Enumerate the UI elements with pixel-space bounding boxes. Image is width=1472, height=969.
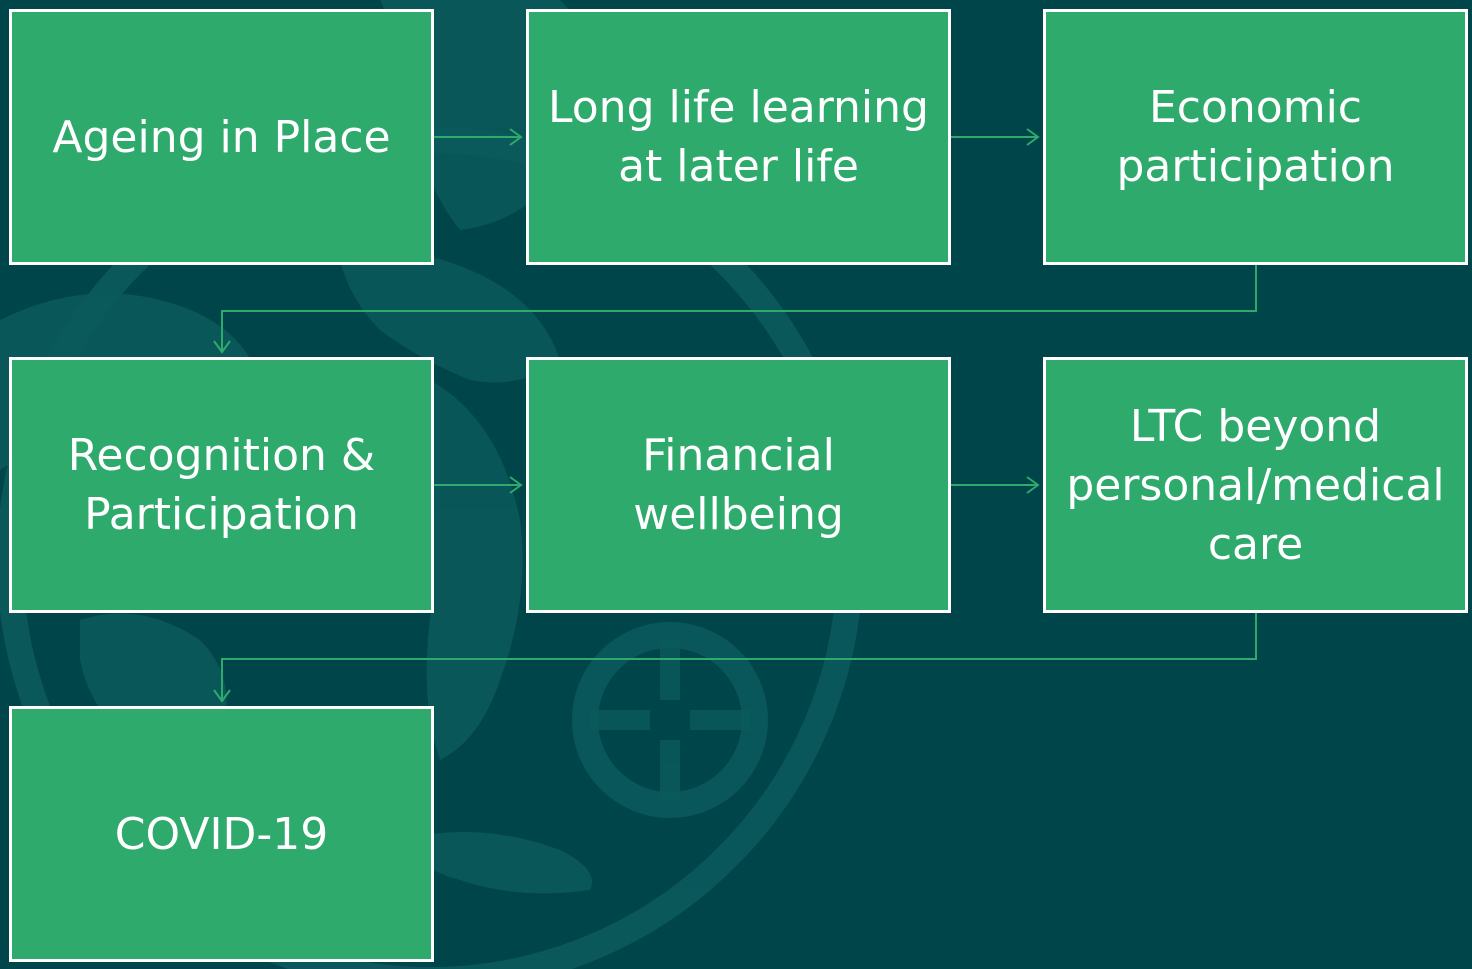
arrow-down-icon [213, 613, 1257, 703]
arrow-down-icon [213, 265, 1257, 354]
box-label: LTC beyond personal/medical care [1066, 400, 1445, 570]
box-financial-wellbeing[interactable]: Financial wellbeing [526, 357, 951, 613]
box-label: Economic participation [1116, 82, 1395, 192]
arrow-right-icon [434, 476, 523, 494]
arrow-right-icon [951, 128, 1040, 146]
box-ltc-beyond-care[interactable]: LTC beyond personal/medical care [1043, 357, 1468, 613]
box-ageing-in-place[interactable]: Ageing in Place [9, 9, 434, 265]
arrow-right-icon [434, 128, 523, 146]
box-label: Ageing in Place [52, 111, 391, 163]
box-label: Financial wellbeing [633, 430, 844, 540]
box-economic-participation[interactable]: Economic participation [1043, 9, 1468, 265]
box-long-life-learning[interactable]: Long life learning at later life [526, 9, 951, 265]
box-recognition-participation[interactable]: Recognition & Participation [9, 357, 434, 613]
box-label: Long life learning at later life [548, 82, 929, 192]
arrow-right-icon [951, 476, 1040, 494]
box-label: Recognition & Participation [67, 430, 376, 540]
box-covid-19[interactable]: COVID-19 [9, 706, 434, 962]
box-label: COVID-19 [114, 808, 329, 860]
